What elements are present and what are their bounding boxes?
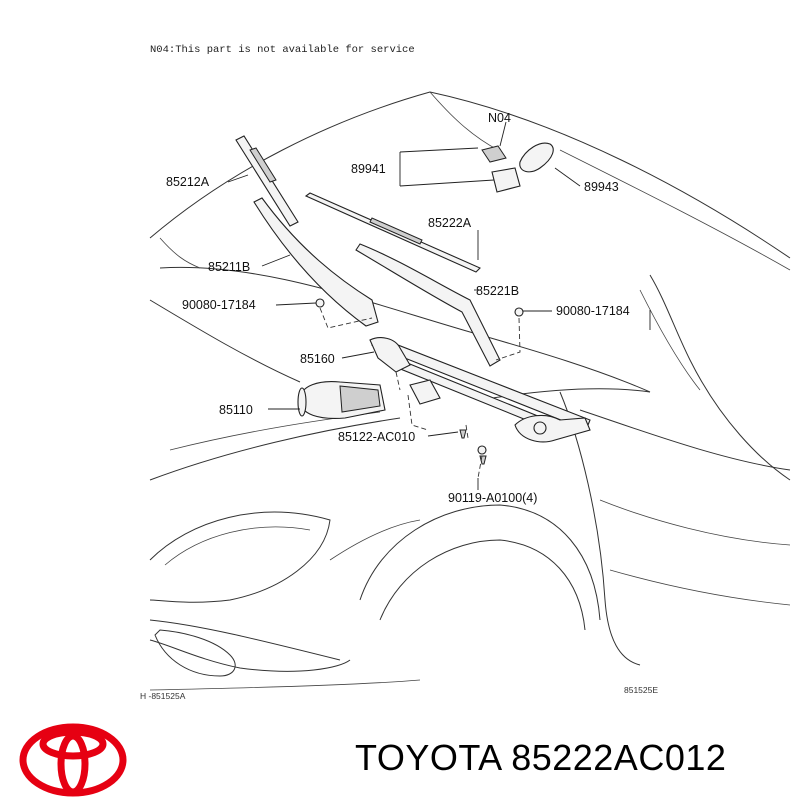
callout-labels: N04 89941 89943 85212A 85222A 85211B 852… [166,111,630,505]
washer-nozzle-89941 [481,145,521,193]
figure-code-left: H -851525A [140,691,186,701]
callout-90119: 90119-A0100(4) [448,491,537,505]
wiper-motor [297,379,441,419]
dashed-guides [319,307,521,479]
leader-lines [227,121,651,490]
figure-code-right: 851525E [624,685,658,695]
callout-n04: N04 [488,111,511,125]
callout-90080-right: 90080-17184 [556,304,630,318]
callout-85122: 85122-AC010 [338,430,415,444]
callout-85110: 85110 [219,403,253,417]
callout-90080-left: 90080-17184 [182,298,256,312]
wiper-blade-driver [235,135,299,227]
toyota-emblem-icon [19,723,127,797]
service-note: N04:This part is not available for servi… [150,44,415,56]
callout-89943: 89943 [584,180,619,194]
wiper-linkage [369,337,591,443]
callout-85221b: 85221B [476,284,519,298]
cover-89943 [519,142,554,173]
callout-89941: 89941 [351,162,386,176]
callout-85222a: 85222A [428,216,472,230]
callout-85211b: 85211B [208,260,250,274]
callout-85212a: 85212A [166,175,210,189]
wiper-arm-driver [253,197,379,327]
callout-85160: 85160 [300,352,335,366]
brand-part-number: TOYOTA 85222AC012 [355,737,727,778]
wiper-arm-passenger [355,243,501,367]
wiper-blade-passenger [304,192,481,273]
